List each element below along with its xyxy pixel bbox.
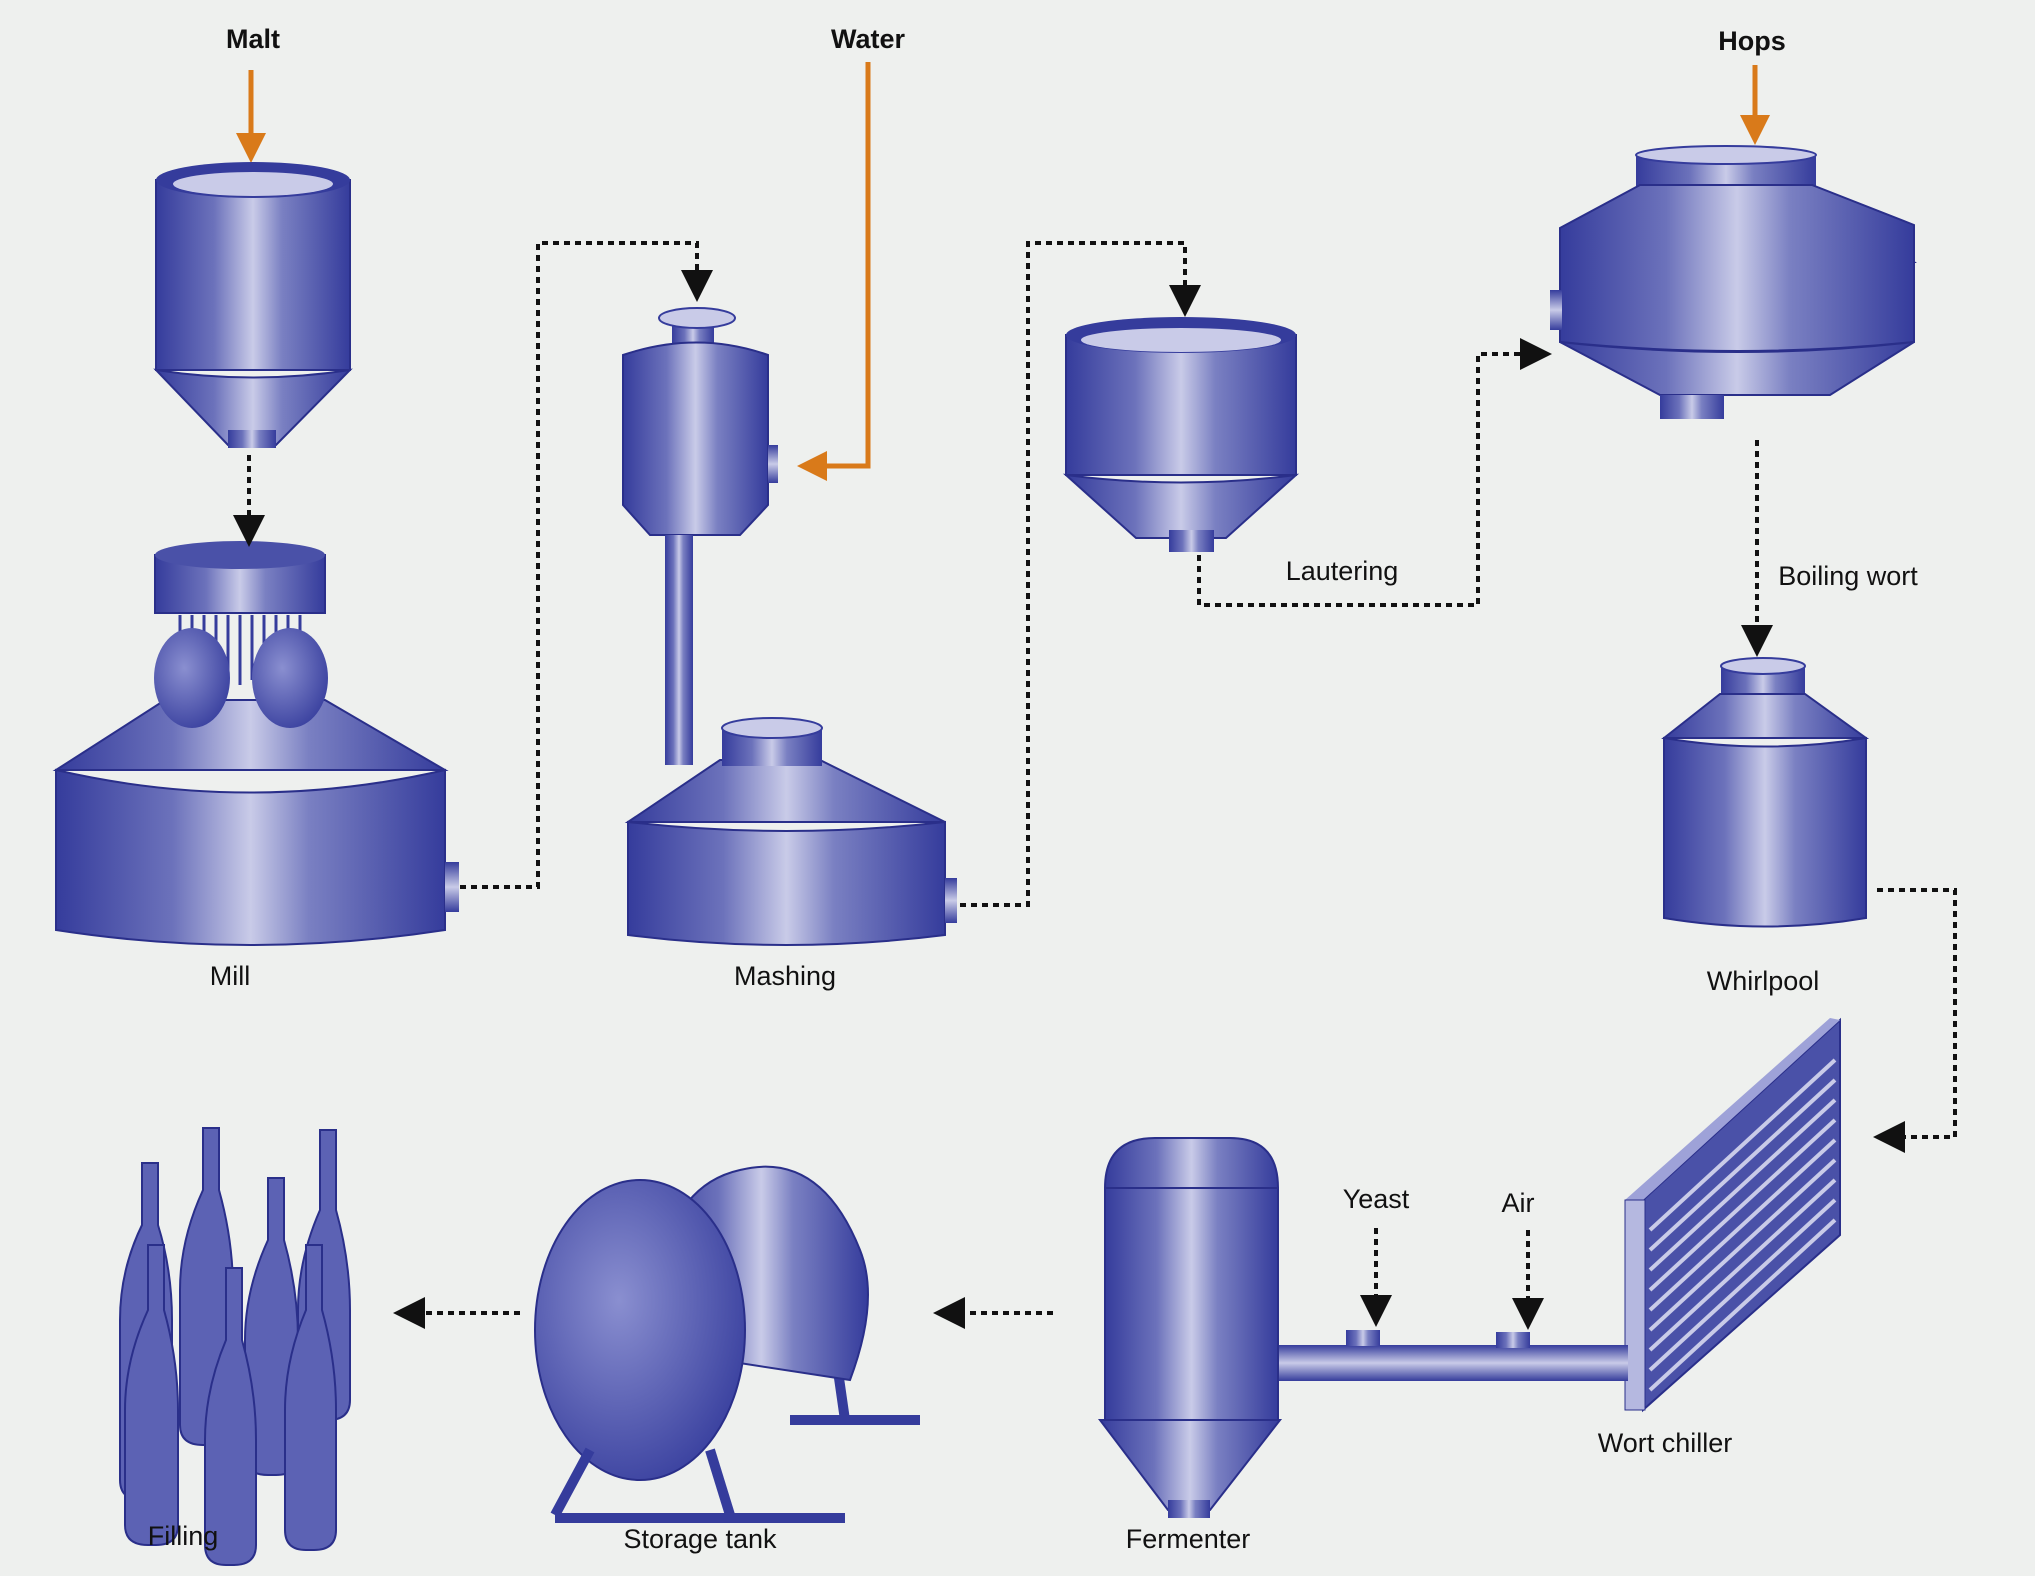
filling-bottles [119,1127,351,1566]
stage-label-wort-chiller: Wort chiller [1598,1428,1733,1458]
mill-machine [52,541,459,946]
hopper-vessel [153,162,353,448]
input-label-yeast: Yeast [1343,1184,1410,1214]
lautering-vessel [1062,317,1300,552]
mashing-vessel [622,307,957,946]
stage-label-fermenter: Fermenter [1126,1524,1251,1554]
water-arrow-icon [797,62,871,481]
flow-arrow-icon [1197,338,1552,607]
input-label-hops: Hops [1718,26,1786,56]
bottle [204,1267,257,1566]
stage-label-mashing: Mashing [734,961,836,991]
input-label-malt: Malt [226,24,280,54]
stage-label-lautering: Lautering [1286,556,1399,586]
process-flow-arrows [233,241,1957,1330]
yeast-port [1346,1330,1380,1346]
stage-label-filling: Filling [148,1521,219,1551]
flow-arrow-icon [1873,888,1957,1153]
flow-arrow-icon [460,241,713,889]
input-label-water: Water [831,24,906,54]
storage-tank [534,1165,920,1523]
bottle [124,1244,179,1546]
input-label-air: Air [1502,1188,1535,1218]
bottle [284,1244,337,1551]
stage-label-boiling-wort: Boiling wort [1778,561,1918,591]
stage-label-whirlpool: Whirlpool [1707,966,1820,996]
fermenter-feed-pipe [1278,1330,1628,1381]
whirlpool-vessel [1661,657,1870,928]
fermenter-vessel [1097,1137,1283,1518]
stage-label-storage-tank: Storage tank [623,1524,777,1554]
wort-chiller [1624,1017,1841,1413]
stage-label-mill: Mill [210,961,251,991]
flow-arrow-icon [960,241,1201,907]
air-port [1496,1332,1530,1348]
boiling-vessel [1550,145,1917,419]
